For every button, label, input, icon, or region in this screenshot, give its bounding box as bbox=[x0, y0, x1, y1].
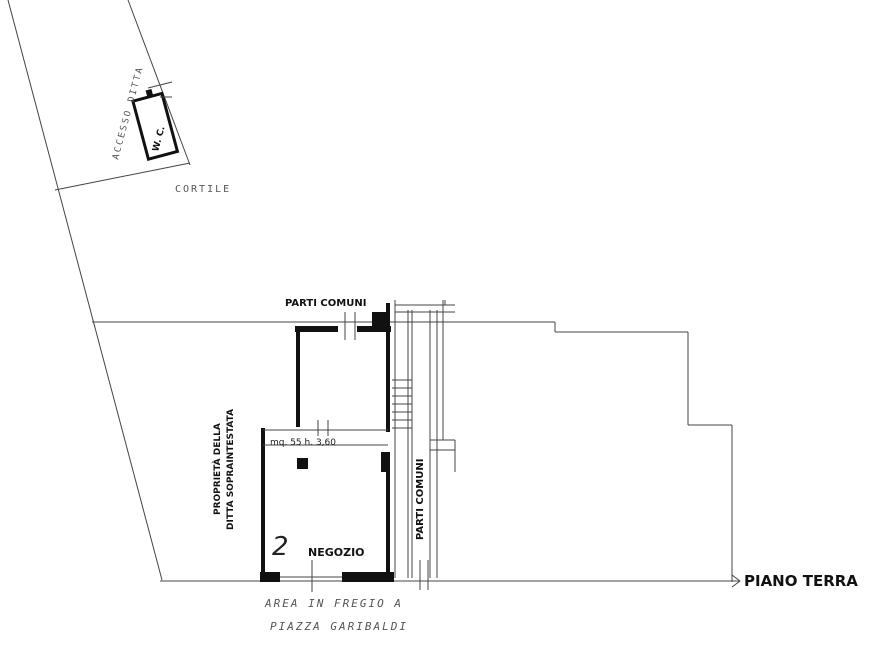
wc-label: W. C. bbox=[151, 125, 167, 152]
parti-comuni-top-label: PARTI COMUNI bbox=[285, 298, 366, 309]
proprieta-label-line1: PROPRIETÀ DELLA bbox=[211, 423, 223, 515]
piano-terra-label: PIANO TERRA bbox=[744, 572, 858, 590]
upper-boundary-line bbox=[127, 0, 191, 166]
negozio-label: NEGOZIO bbox=[308, 546, 365, 559]
proprieta-label-line2: DITTA SOPRAINTESTATA bbox=[226, 409, 236, 530]
diagonal-boundary-line bbox=[7, 0, 163, 581]
bottom-label-line2: PIAZZA GARIBALDI bbox=[270, 620, 408, 633]
negozio-room bbox=[260, 420, 394, 592]
area-info-label: mq. 55 h. 3,60 bbox=[270, 438, 336, 448]
accesso-ditta-label: ACCESSO DITTA bbox=[111, 65, 146, 161]
wc-room bbox=[131, 89, 180, 161]
cortile-boundary-line bbox=[54, 162, 191, 191]
parti-comuni-side-label: PARTI COMUNI bbox=[415, 459, 426, 540]
unit-number: 2 bbox=[272, 532, 289, 562]
upper-room bbox=[295, 303, 391, 432]
bottom-label-line1: AREA IN FREGIO A bbox=[264, 597, 403, 610]
cortile-label: CORTILE bbox=[175, 184, 231, 195]
common-corridor bbox=[392, 300, 456, 590]
